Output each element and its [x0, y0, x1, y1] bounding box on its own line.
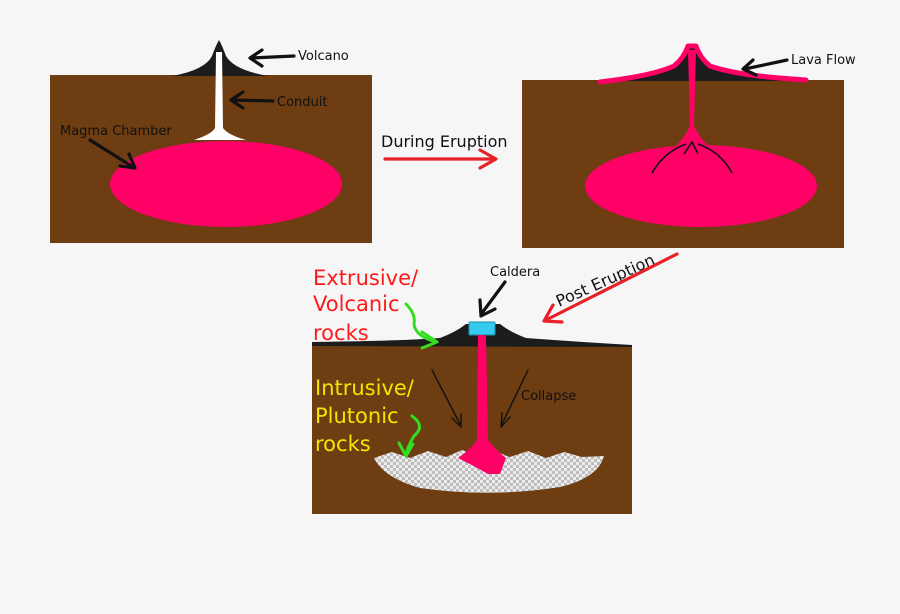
caldera [468, 321, 496, 336]
arrow-icon [397, 414, 421, 458]
transition-during: During Eruption [381, 132, 508, 170]
arrow-icon [500, 369, 529, 428]
intrusive-label-line1: Intrusive/ [315, 376, 415, 400]
magma-flow-arrow [697, 143, 733, 174]
conduit-label: Conduit [277, 95, 327, 110]
magma-flow-arrow [651, 143, 687, 174]
extrusive-label-line2: Volcanic [313, 292, 400, 316]
magma-chamber [110, 141, 342, 227]
panel-during: Lava Flow [522, 43, 856, 248]
extrusive-label-line3: rocks [313, 321, 369, 345]
lava-flow-label: Lava Flow [791, 53, 856, 68]
arrow-icon [542, 252, 679, 324]
transition-post: Post Eruption [542, 250, 679, 324]
post-eruption-label: Post Eruption [553, 250, 658, 311]
conduit [676, 50, 708, 146]
arrow-icon [248, 48, 296, 68]
arrow-icon [404, 302, 439, 350]
arrow-icon [741, 58, 789, 77]
conduit [194, 52, 246, 140]
conduit [458, 335, 506, 474]
intrusive-label-line2: Plutonic [315, 404, 399, 428]
lava-flow [597, 43, 809, 85]
volcano-label: Volcano [298, 49, 349, 64]
magma-chamber-label: Magma Chamber [60, 124, 172, 139]
intrusive-label-line3: rocks [315, 432, 371, 456]
collapse-label: Collapse [521, 389, 576, 404]
arrow-icon [383, 148, 498, 170]
arrow-icon [478, 280, 507, 318]
arrow-icon [229, 90, 275, 110]
arrow-icon [431, 369, 462, 428]
arrow-icon [683, 140, 699, 155]
caldera-label: Caldera [490, 265, 540, 280]
panel-before: Volcano Conduit Magma Chamber [50, 40, 372, 243]
arrow-icon [88, 138, 137, 170]
magma-chamber [585, 145, 817, 227]
panel-after: Caldera Extrusive/ Volcanic rocks Intrus… [312, 265, 632, 514]
during-eruption-label: During Eruption [381, 132, 508, 151]
extrusive-label-line1: Extrusive/ [313, 266, 419, 290]
